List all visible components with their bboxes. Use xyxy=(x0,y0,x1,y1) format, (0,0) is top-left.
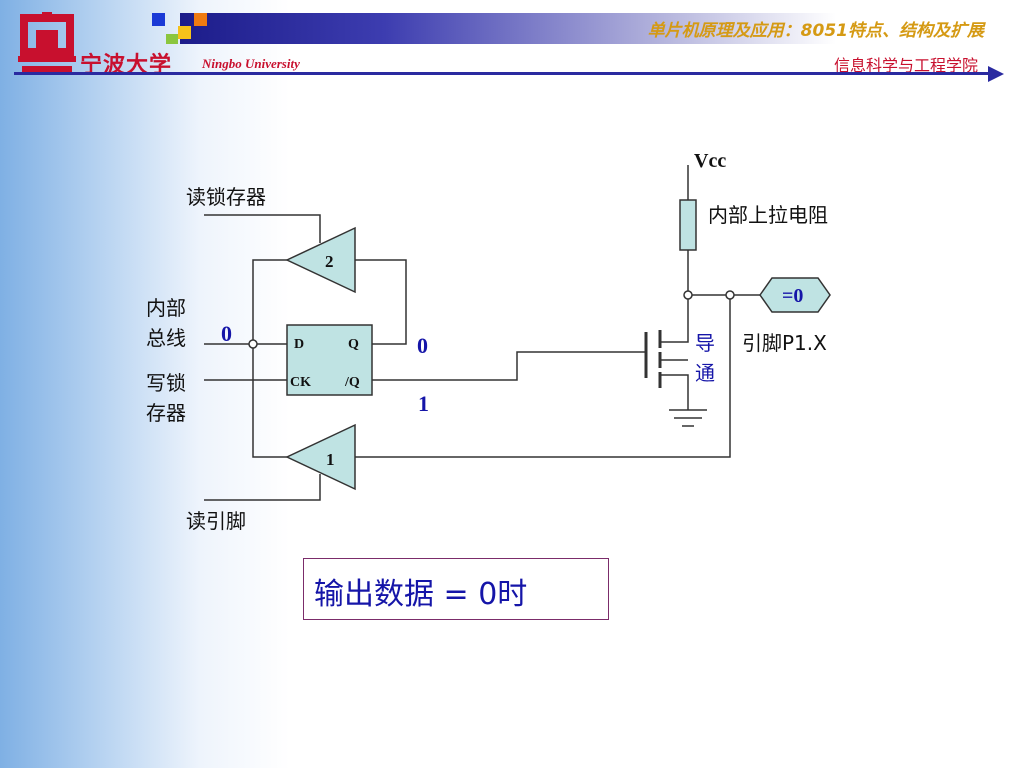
course-title: 单片机原理及应用：8051特点、结构及扩展 xyxy=(647,21,984,41)
d-latch xyxy=(286,324,373,396)
decor-square-green xyxy=(166,34,178,44)
buffer-1-label: 1 xyxy=(326,450,335,469)
latch-qn-label: /Q xyxy=(344,375,360,390)
decor-square-orange xyxy=(194,13,207,26)
title-banner xyxy=(180,13,1000,44)
pin-label: 引脚P1.X xyxy=(742,331,827,355)
write-latch-label-2: 存器 xyxy=(146,401,186,425)
bus-value: 0 xyxy=(221,321,232,346)
buffer-2 xyxy=(285,226,356,294)
conduct-label-2: 通 xyxy=(695,361,715,385)
latch-q-label: Q xyxy=(348,337,359,352)
mosfet-symbol xyxy=(644,330,688,388)
read-latch-label: 读锁存器 xyxy=(186,185,266,209)
header-rule xyxy=(14,72,992,75)
caption-text: 输出数据 = 0时 xyxy=(314,577,528,612)
pullup-label: 内部上拉电阻 xyxy=(708,203,828,227)
school-name: 信息科学与工程学院 xyxy=(833,56,978,75)
buffer-1 xyxy=(285,423,356,491)
pullup-resistor xyxy=(679,199,697,251)
pin-value: =0 xyxy=(782,285,803,307)
next-arrow-icon[interactable] xyxy=(988,66,1004,82)
qn-value: 1 xyxy=(418,391,429,416)
q-value: 0 xyxy=(417,333,428,358)
write-latch-label-1: 写锁 xyxy=(146,371,186,395)
pin-value-tag xyxy=(759,277,831,313)
buffer-2-label: 2 xyxy=(325,252,334,271)
caption-box: 输出数据 = 0时 xyxy=(303,558,609,620)
latch-d-label: D xyxy=(294,337,304,352)
conduct-label-1: 导 xyxy=(695,331,715,355)
read-pin-label: 读引脚 xyxy=(186,509,246,533)
slide-header: 宁波大学 Ningbo University 单片机原理及应用：8051特点、结… xyxy=(0,0,1024,92)
university-name-en: Ningbo University xyxy=(202,56,300,71)
wires xyxy=(204,165,760,501)
university-logo-icon xyxy=(18,12,76,72)
decor-square-yellow xyxy=(178,26,191,39)
internal-bus-label-1: 内部 xyxy=(146,296,186,320)
junctions xyxy=(248,290,735,349)
vcc-label: Vcc xyxy=(694,150,726,172)
latch-ck-label: CK xyxy=(290,375,311,390)
decor-square-blue xyxy=(152,13,165,26)
internal-bus-label-2: 总线 xyxy=(146,326,186,350)
